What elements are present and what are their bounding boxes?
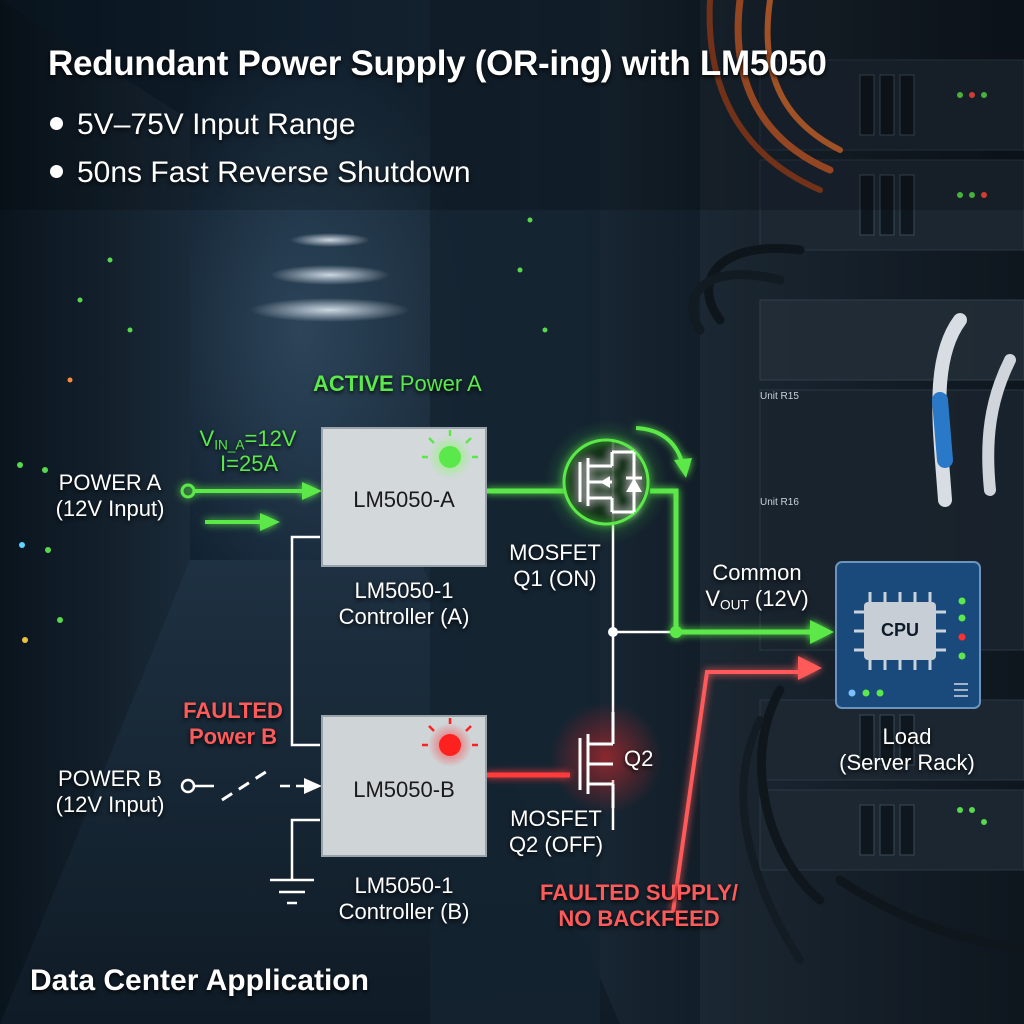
- cpu-chip: [864, 602, 936, 660]
- page-title: Redundant Power Supply (OR-ing) with LM5…: [48, 44, 827, 83]
- bullet-dot: [50, 116, 63, 130]
- bullet-text: 5V–75V Input Range: [77, 108, 356, 141]
- footer-caption: Data Center Application: [30, 964, 369, 997]
- bullet-text: 50ns Fast Reverse Shutdown: [77, 156, 471, 189]
- current-flow-arrow: [635, 426, 692, 478]
- power-b-path: [180, 766, 322, 802]
- controller-a-chip-label: LM5050-A: [353, 487, 455, 512]
- current-label: I=25A: [220, 451, 279, 476]
- controller-b-chip-label: LM5050-B: [353, 777, 455, 802]
- status-led-a: [422, 430, 478, 479]
- cpu-label: CPU: [880, 620, 920, 640]
- controller-b-box: [321, 715, 487, 857]
- fault-note: FAULTED SUPPLY/NO BACKFEED: [539, 880, 739, 931]
- junction-node: [608, 627, 618, 637]
- load-box: [835, 561, 981, 709]
- mosfet-q2-symbol: [578, 712, 615, 808]
- power-a-label: POWER A(12V Input): [55, 470, 165, 521]
- vin-a-label: VIN_A=12V: [199, 426, 297, 453]
- status-led-b: [422, 718, 478, 767]
- power-b-label: POWER B(12V Input): [55, 766, 165, 817]
- bullet-shutdown: 50ns Fast Reverse Shutdown: [50, 156, 471, 190]
- bullet-dot: [50, 164, 63, 178]
- rack-unit-r15: Unit R15: [760, 391, 799, 402]
- load-label: Load(Server Rack): [839, 724, 975, 775]
- mosfet-q2-tag: Q2: [624, 746, 654, 771]
- rack-unit-r16: Unit R16: [760, 497, 799, 508]
- bullet-input-range: 5V–75V Input Range: [50, 108, 356, 142]
- mosfet-q1-symbol: [562, 438, 650, 526]
- active-power-a-label: ACTIVE Power A: [313, 371, 482, 396]
- mosfet-q2-glow: [550, 702, 662, 814]
